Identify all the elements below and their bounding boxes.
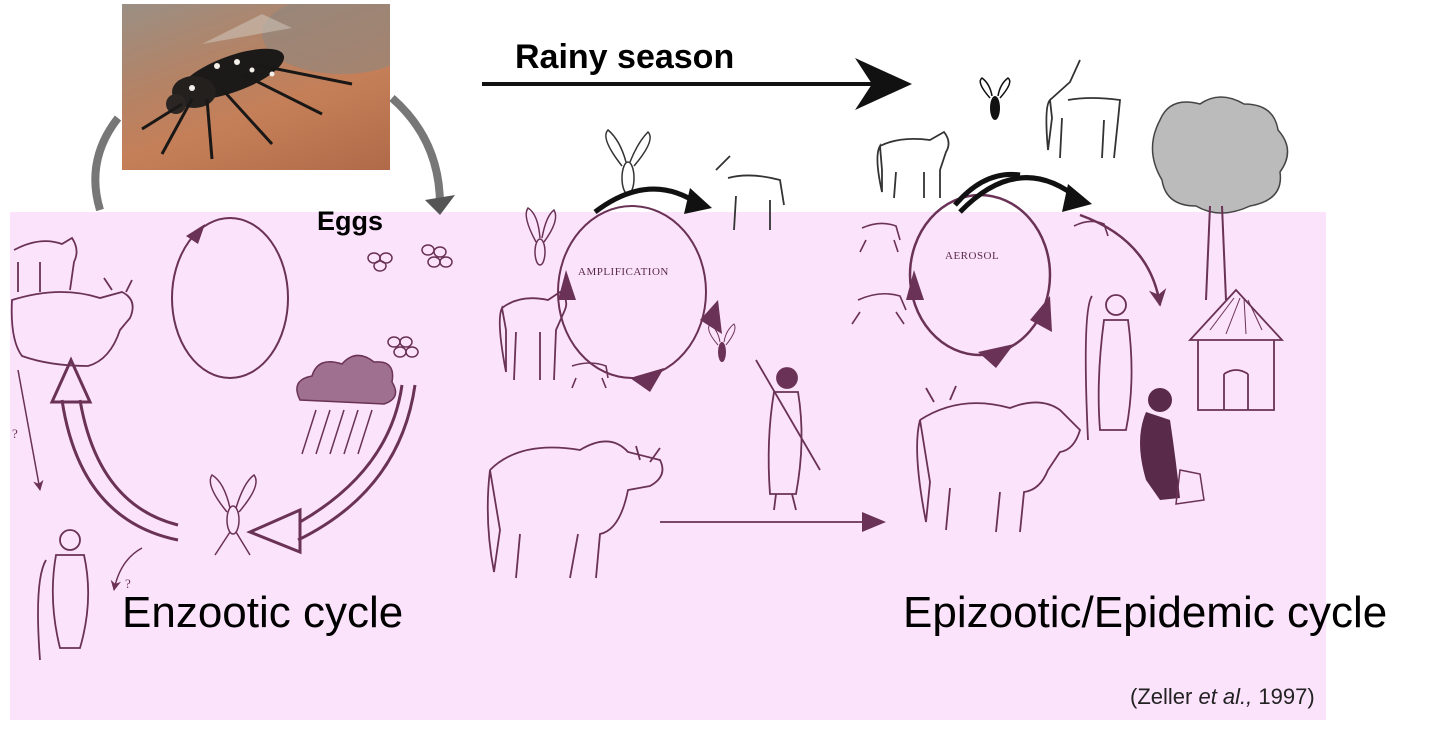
enzootic-cycle-label: Enzootic cycle	[122, 588, 403, 638]
mosquito-icon	[526, 208, 555, 265]
cow-icon	[12, 278, 133, 366]
amplification-label: AMPLIFICATION	[578, 266, 669, 278]
goat-icon	[716, 156, 784, 230]
epizootic-cycle-label: Epizootic/Epidemic cycle	[903, 588, 1387, 638]
mosquito-icon	[210, 475, 256, 555]
question-mark: ?	[125, 576, 131, 592]
question-mark: ?	[12, 426, 18, 442]
cow-icon	[488, 441, 663, 578]
cow-icon	[14, 238, 77, 292]
arrow-head	[906, 270, 1052, 368]
citation-open: (Zeller	[1130, 684, 1198, 709]
aerosol-label: AEROSOL	[945, 250, 999, 262]
sheep-icon	[500, 292, 567, 380]
herder-icon	[38, 530, 88, 660]
rain-cloud-icon	[297, 355, 396, 454]
citation-italic: et al.,	[1198, 684, 1252, 709]
transmission-arrow	[660, 512, 886, 532]
herder-icon	[756, 360, 820, 510]
upper-cycle-arrows	[95, 98, 440, 210]
aerosol-side-arrows	[1080, 215, 1160, 305]
goat-icon	[572, 221, 1108, 388]
herder-icon	[1086, 295, 1132, 440]
aerosol-cycle-circle	[910, 195, 1050, 355]
citation: (Zeller et al., 1997)	[1130, 684, 1315, 710]
egg-cluster-icon	[368, 245, 452, 357]
rainy-season-label: Rainy season	[515, 38, 734, 77]
sheep-icon	[877, 132, 948, 198]
enzootic-cycle-circle	[172, 218, 288, 378]
mosquito-icon	[606, 130, 650, 194]
herder-icon	[1140, 388, 1204, 504]
cow-icon	[917, 386, 1080, 532]
mosquito-icon	[709, 324, 735, 362]
eggs-label: Eggs	[317, 206, 383, 237]
goat-icon	[1046, 60, 1120, 158]
amplification-cycle-circle	[558, 206, 706, 378]
tree-icon	[1152, 97, 1287, 300]
citation-year: 1997)	[1252, 684, 1314, 709]
arrow-head	[250, 510, 300, 552]
hut-icon	[1190, 290, 1282, 410]
arrow-head	[425, 195, 455, 215]
mosquito-icon	[980, 78, 1010, 120]
